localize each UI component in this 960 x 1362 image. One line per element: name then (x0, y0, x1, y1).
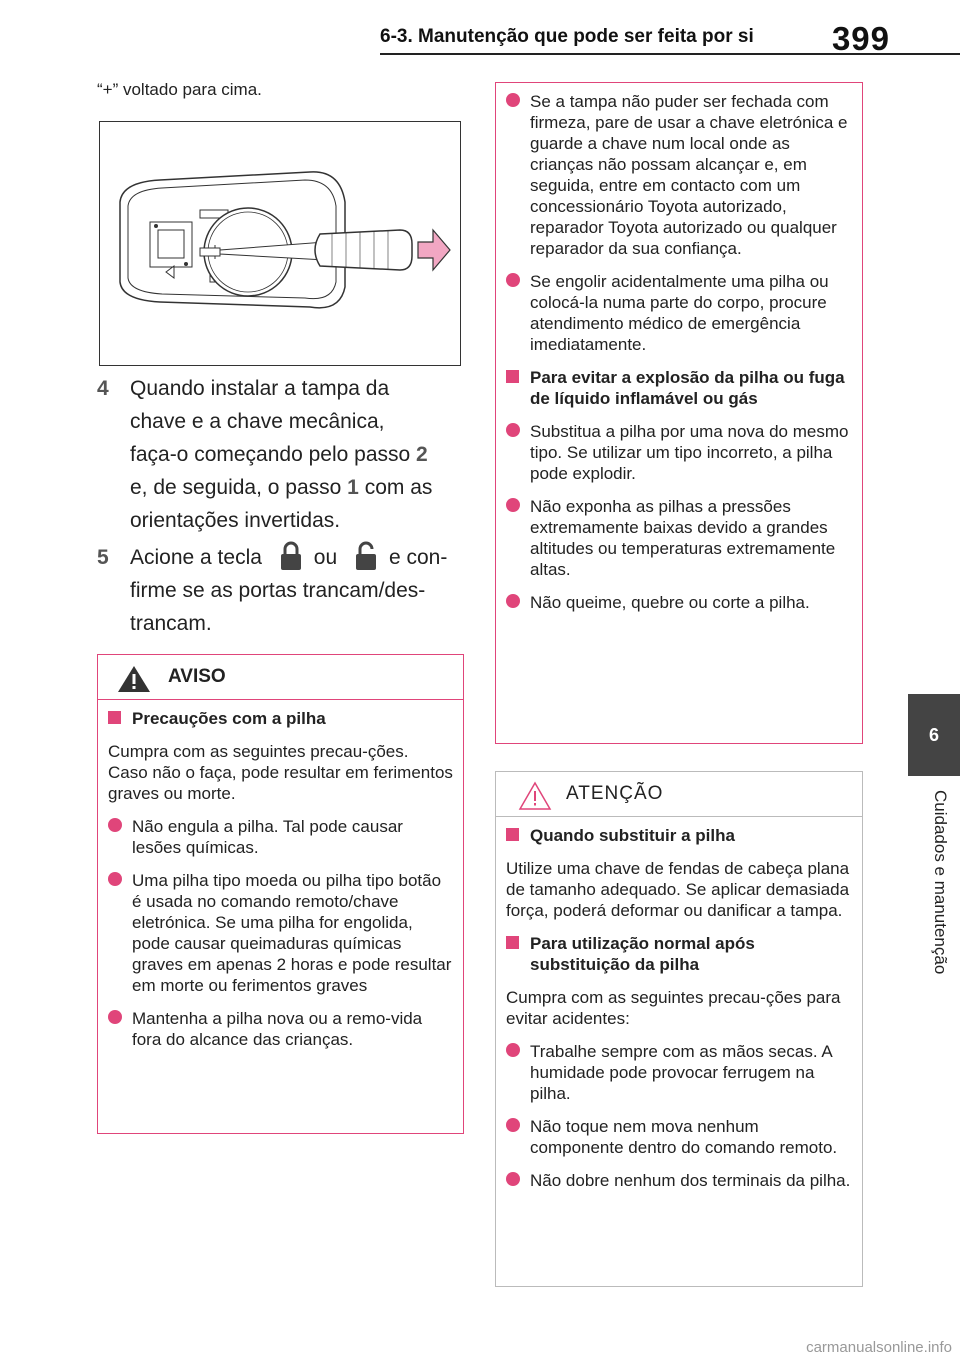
warning-bullet: Não queime, quebre ou corte a pilha. (506, 592, 852, 613)
step-5: 5 Acione a tecla ou e con- firme se as p… (97, 541, 472, 640)
intro-text: “+” voltado para cima. (97, 80, 262, 99)
bullet-icon (108, 818, 122, 832)
step-text-line: com as (358, 476, 433, 499)
aviso-bullet: Uma pilha tipo moeda ou pilha tipo botão… (108, 870, 453, 996)
step-text-line: faça-o começando pelo passo (130, 443, 417, 466)
header-rule (380, 53, 960, 55)
step-text-line: e, de seguida, o passo (130, 476, 348, 499)
step-text-line: chave e a chave mecânica, (130, 410, 385, 433)
atencao-paragraph: Utilize uma chave de fendas de cabeça pl… (506, 859, 850, 920)
atencao-heading: Para utilização normal após substituição… (506, 933, 852, 975)
step-ref-number: 2 (416, 443, 428, 466)
bullet-icon (506, 1118, 520, 1132)
atencao-notice-box: ATENÇÃO Quando substituir a pilha Utiliz… (495, 771, 863, 1287)
step-text-line: trancam. (130, 612, 212, 635)
step-4: 4 Quando instalar a tampa da chave e a c… (97, 372, 472, 537)
bullet-icon (506, 498, 520, 512)
section-title: 6-3. Manutenção que pode ser feita por s… (380, 26, 754, 47)
atencao-bullet: Não dobre nenhum dos terminais da pilha. (506, 1170, 852, 1191)
chapter-title: Cuidados e manutenção (931, 790, 950, 975)
aviso-bullet: Não engula a pilha. Tal pode causar lesõ… (108, 816, 453, 858)
bullet-icon (506, 273, 520, 287)
step-number: 5 (97, 546, 109, 569)
step-text-line: Acione a tecla (130, 546, 262, 569)
atencao-bullet: Trabalhe sempre com as mãos secas. A hum… (506, 1041, 852, 1104)
warning-bullet: Não exponha as pilhas a pressões extrema… (506, 496, 852, 580)
step-text-line: orientações invertidas. (130, 509, 341, 532)
bullet-icon (506, 1043, 520, 1057)
explosion-heading: Para evitar a explosão da pilha ou fuga … (506, 367, 852, 409)
atencao-bullet: Não toque nem mova nenhum componente den… (506, 1116, 852, 1158)
aviso-title: AVISO (168, 666, 226, 687)
aviso-heading: Precauções com a pilha (108, 708, 453, 729)
atencao-paragraph: Cumpra com as seguintes precau-ções para… (506, 988, 841, 1028)
aviso-header: AVISO (98, 655, 463, 700)
chapter-tab: 6 (908, 694, 960, 776)
aviso-warning-box: AVISO Precauções com a pilha Cumpra com … (97, 654, 464, 1134)
bullet-icon (108, 872, 122, 886)
key-battery-illustration (99, 121, 461, 366)
step-text-line: Quando instalar a tampa da (130, 377, 390, 400)
bullet-icon (506, 93, 520, 107)
page-number: 399 (831, 20, 890, 57)
step-number: 4 (97, 377, 109, 400)
square-bullet-icon (506, 370, 519, 383)
square-bullet-icon (506, 828, 519, 841)
aviso-paragraph: Cumpra com as seguintes precau-ções. Cas… (108, 742, 453, 803)
bullet-icon (506, 423, 520, 437)
step-text-line: ou (313, 546, 338, 569)
atencao-title: ATENÇÃO (566, 783, 664, 804)
atencao-header: ATENÇÃO (496, 772, 862, 817)
bullet-icon (506, 594, 520, 608)
warning-bullet: Se engolir acidentalmente uma pilha ou c… (506, 271, 852, 355)
bullet-icon (506, 1172, 520, 1186)
warning-icon (118, 666, 150, 692)
warning-bullet: Substitua a pilha por uma nova do mesmo … (506, 421, 852, 484)
watermark-text: carmanualsonline.info (806, 1339, 952, 1356)
caution-icon (518, 781, 552, 810)
bullet-icon (108, 1010, 122, 1024)
unlock-icon (355, 541, 376, 570)
aviso-bullet: Mantenha a pilha nova ou a remo-vida for… (108, 1008, 453, 1050)
warning-bullet: Se a tampa não puder ser fechada com fir… (506, 91, 852, 259)
battery-warning-box: Se a tampa não puder ser fechada com fir… (495, 82, 863, 744)
step-ref-number: 1 (347, 476, 359, 499)
square-bullet-icon (108, 711, 121, 724)
step-text-line: e con- (388, 546, 448, 569)
lock-icon (280, 541, 301, 570)
atencao-heading: Quando substituir a pilha (506, 825, 852, 846)
square-bullet-icon (506, 936, 519, 949)
step-text-line: firme se as portas trancam/des- (130, 579, 426, 602)
